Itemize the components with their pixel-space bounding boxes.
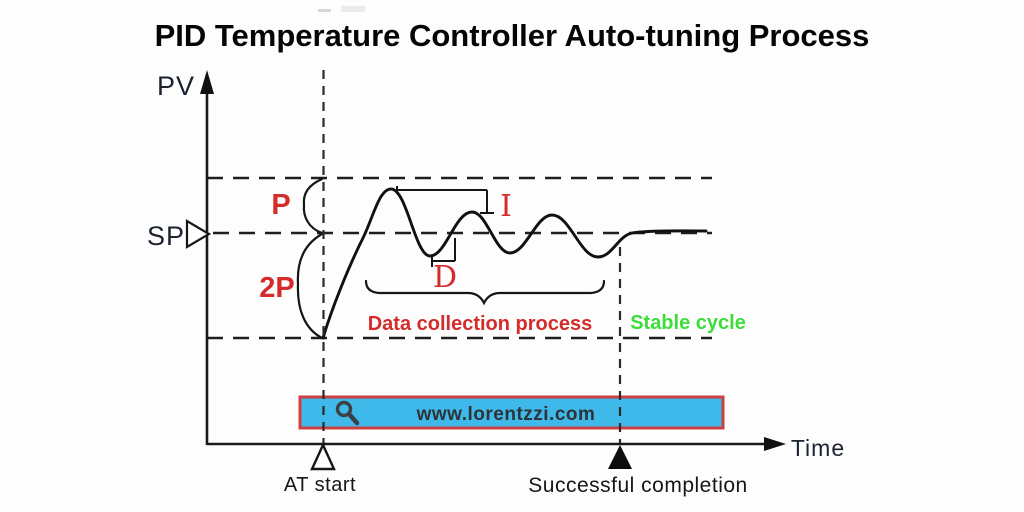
data-collection-label: Data collection process <box>368 313 593 335</box>
time-axis-label: Time <box>791 435 845 461</box>
data-collection-brace <box>364 279 606 306</box>
d-measure <box>431 238 456 267</box>
i-measure <box>396 186 494 214</box>
scan-artifact <box>318 9 331 12</box>
process-curve <box>321 187 708 340</box>
search-icon <box>335 400 360 426</box>
sp-label: SP <box>147 221 185 251</box>
stable-cycle-label: Stable cycle <box>630 312 746 334</box>
y-axis <box>200 70 214 445</box>
x-axis <box>207 437 786 451</box>
completion-label: Successful completion <box>528 474 747 497</box>
search-bar[interactable] <box>298 395 725 430</box>
2p-label: 2P <box>259 272 294 304</box>
2p-amplitude-brace <box>296 232 324 340</box>
pv-axis-label: PV <box>157 71 195 101</box>
p-amplitude-brace <box>302 177 324 235</box>
at-start-marker <box>310 442 336 471</box>
completion-marker <box>608 445 632 469</box>
at-start-label: AT start <box>284 474 356 496</box>
d-label: D <box>433 260 457 295</box>
diagram-title: PID Temperature Controller Auto-tuning P… <box>155 18 870 53</box>
scan-artifact <box>341 6 365 12</box>
i-label: I <box>500 189 512 224</box>
sp-marker <box>185 219 212 249</box>
p-label: P <box>271 189 290 221</box>
watermark-link[interactable]: www.lorentzzi.com <box>298 395 725 430</box>
watermark-url[interactable]: www.lorentzzi.com <box>416 404 596 425</box>
